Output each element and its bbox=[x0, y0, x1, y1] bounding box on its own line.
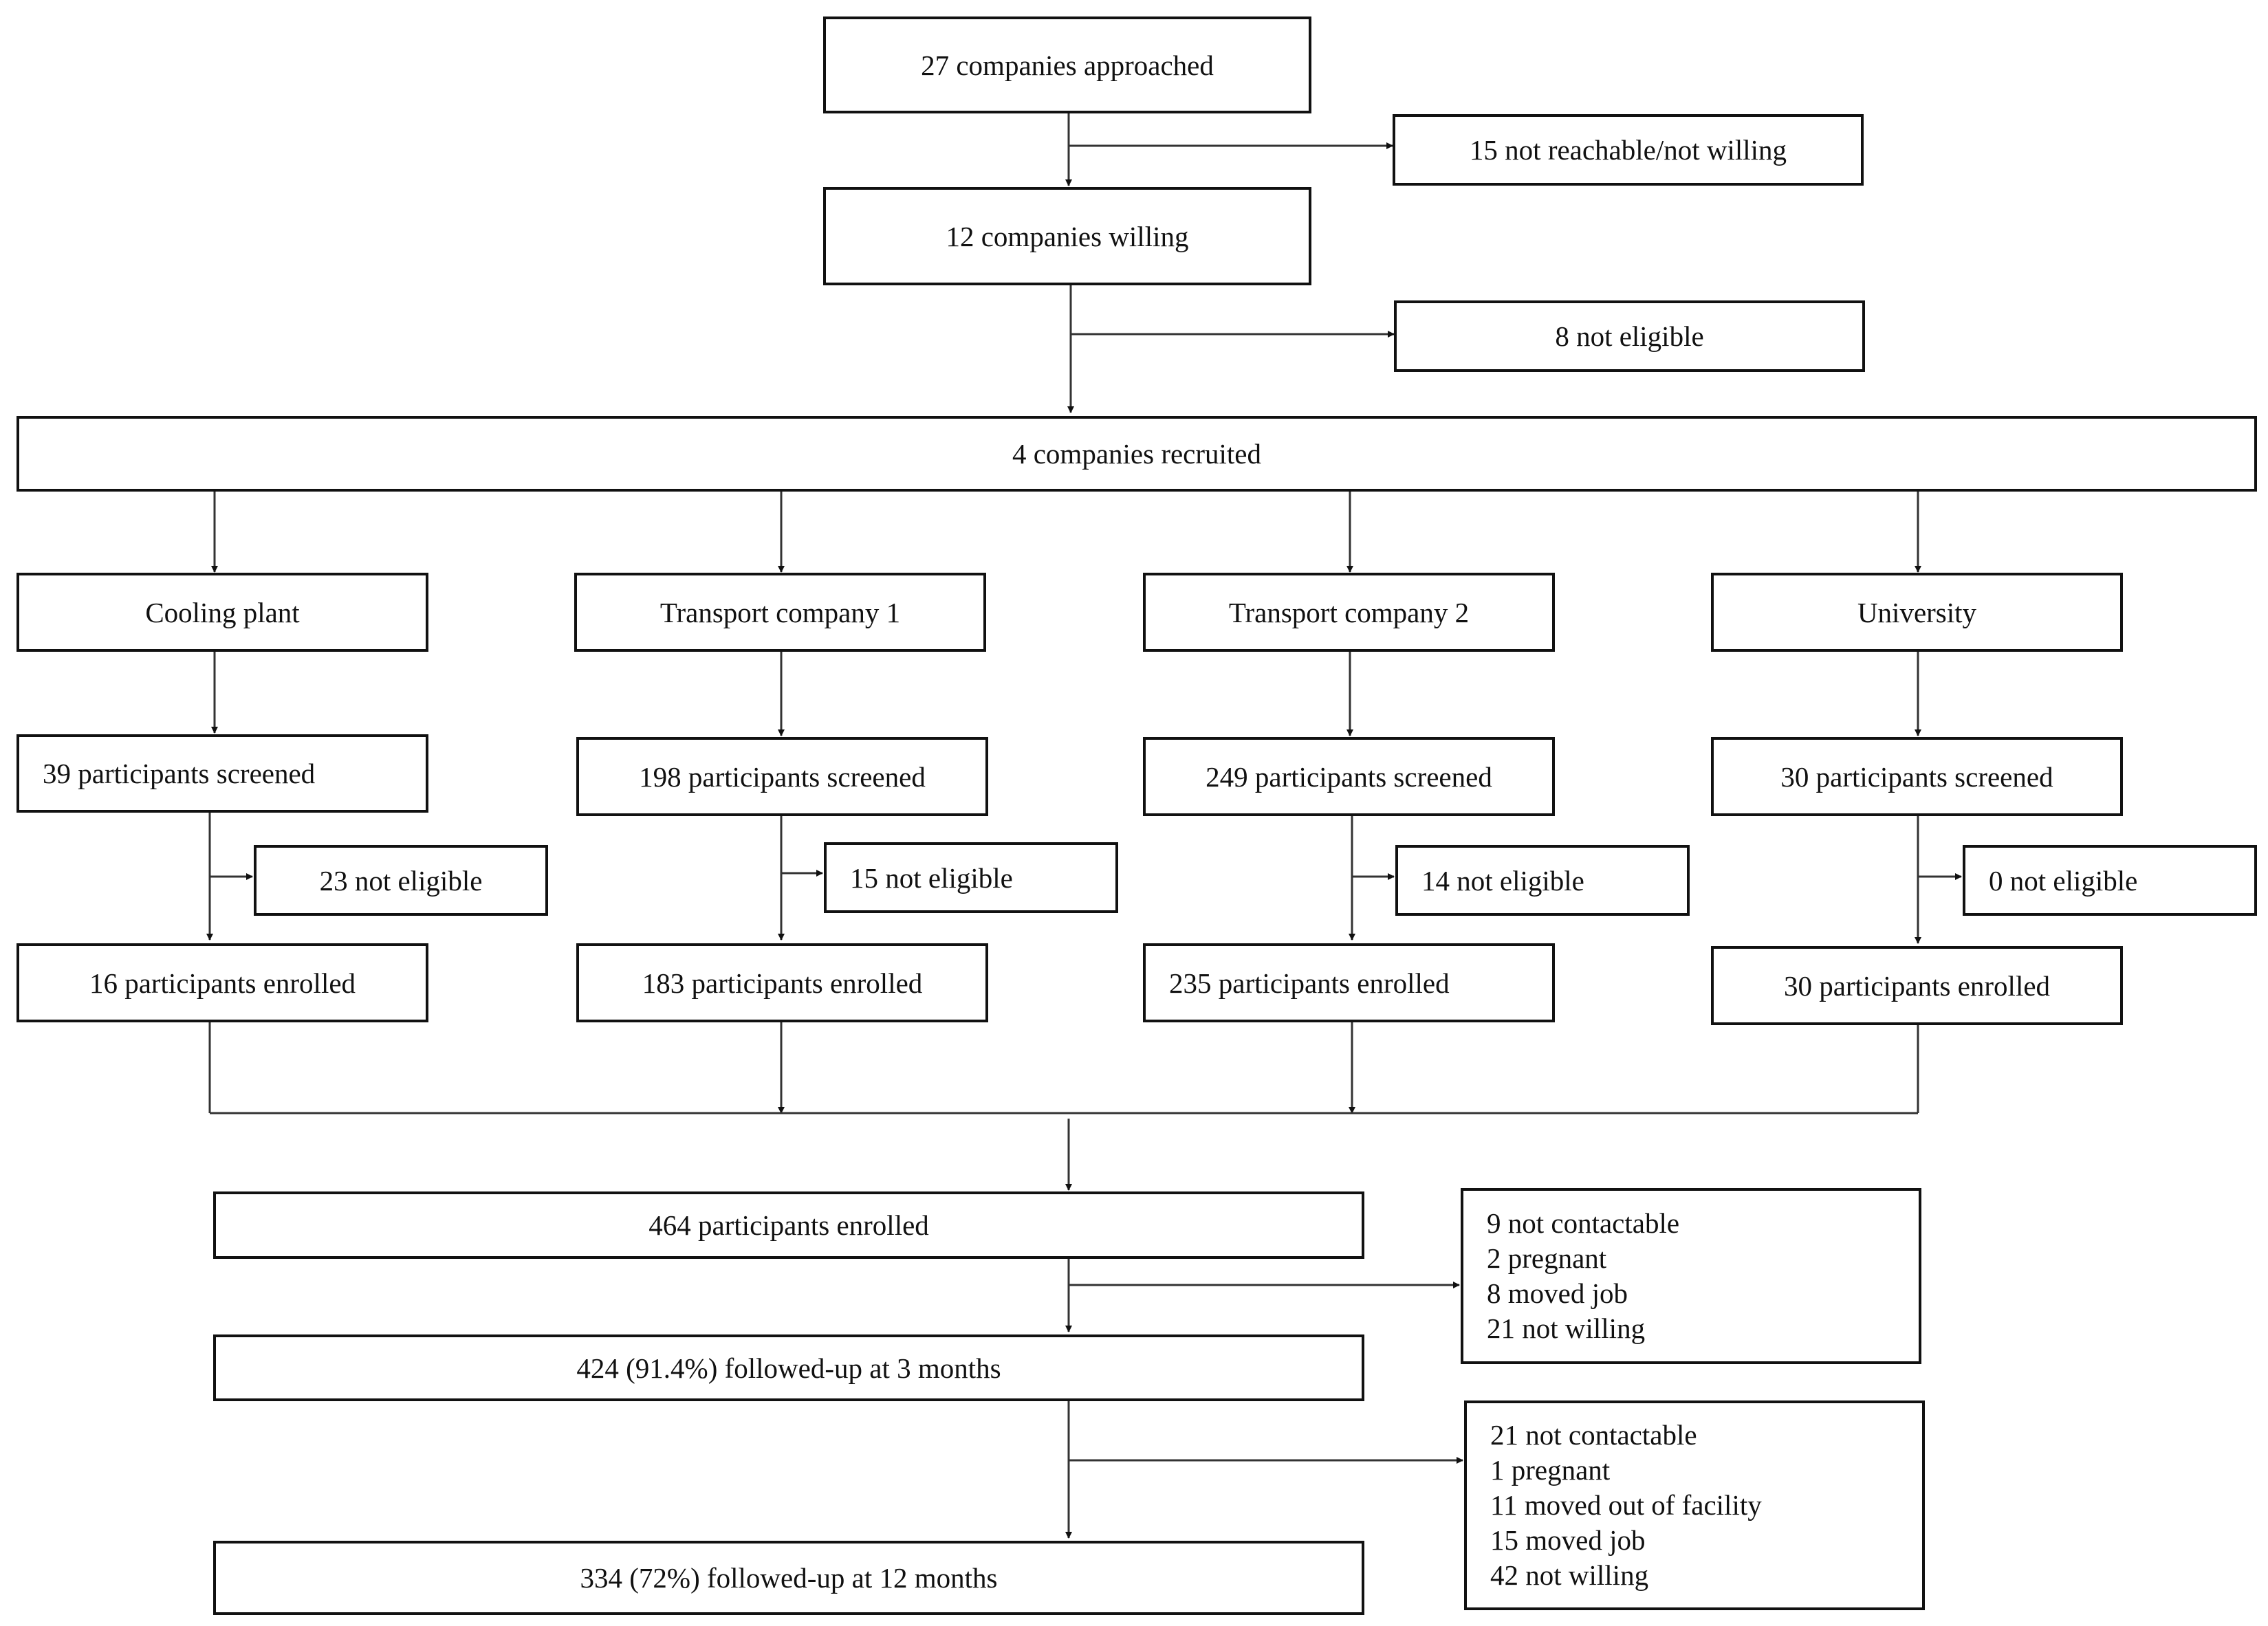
screened-box-cooling-plant: 39 participants screened bbox=[17, 734, 428, 813]
enrolled-box-cooling-plant: 16 participants enrolled bbox=[17, 943, 428, 1022]
enrolled-label: 235 participants enrolled bbox=[1169, 967, 1450, 999]
screened-label: 198 participants screened bbox=[639, 760, 926, 793]
site-box-cooling-plant: Cooling plant bbox=[17, 573, 428, 652]
followup-12m-label: 334 (72%) followed-up at 12 months bbox=[580, 1562, 998, 1594]
not-reachable-label: 15 not reachable/not willing bbox=[1469, 134, 1787, 166]
enrolled-label: 16 participants enrolled bbox=[89, 967, 356, 999]
loss-item: 9 not contactable bbox=[1487, 1207, 1680, 1239]
site-name: Transport company 1 bbox=[659, 596, 901, 628]
loss-item: 42 not willing bbox=[1490, 1559, 1649, 1591]
recruited-label: 4 companies recruited bbox=[1012, 438, 1261, 470]
excluded-box-transport-company-1: 15 not eligible bbox=[824, 842, 1118, 913]
excluded-label: 23 not eligible bbox=[319, 864, 483, 897]
loss-item: 21 not contactable bbox=[1490, 1419, 1697, 1451]
loss-item: 15 moved job bbox=[1490, 1524, 1646, 1556]
loss-item: 11 moved out of facility bbox=[1490, 1489, 1762, 1521]
not-eligible-companies-box: 8 not eligible bbox=[1394, 300, 1865, 372]
screened-box-transport-company-2: 249 participants screened bbox=[1143, 737, 1555, 816]
screened-box-university: 30 participants screened bbox=[1711, 737, 2123, 816]
followup-3m-box: 424 (91.4%) followed-up at 3 months bbox=[213, 1334, 1364, 1401]
screened-label: 249 participants screened bbox=[1206, 760, 1492, 793]
site-name: Cooling plant bbox=[145, 596, 300, 628]
site-box-transport-company-1: Transport company 1 bbox=[574, 573, 986, 652]
followup-3m-label: 424 (91.4%) followed-up at 3 months bbox=[576, 1352, 1001, 1384]
not-eligible-companies-label: 8 not eligible bbox=[1555, 320, 1704, 352]
excluded-label: 0 not eligible bbox=[1989, 864, 2138, 897]
excluded-box-transport-company-2: 14 not eligible bbox=[1395, 845, 1690, 916]
approached-label: 27 companies approached bbox=[921, 49, 1214, 81]
approached-box: 27 companies approached bbox=[823, 17, 1311, 113]
enrolled-label: 30 participants enrolled bbox=[1783, 969, 2051, 1002]
excluded-label: 14 not eligible bbox=[1421, 864, 1584, 897]
followup-12m-box: 334 (72%) followed-up at 12 months bbox=[213, 1541, 1364, 1615]
site-box-university: University bbox=[1711, 573, 2123, 652]
site-name: University bbox=[1857, 596, 1977, 628]
enrolled-box-university: 30 participants enrolled bbox=[1711, 946, 2123, 1025]
excluded-box-cooling-plant: 23 not eligible bbox=[254, 845, 548, 916]
loss-item: 1 pregnant bbox=[1490, 1454, 1611, 1486]
excluded-label: 15 not eligible bbox=[850, 861, 1013, 894]
total-enrolled-label: 464 participants enrolled bbox=[648, 1209, 929, 1241]
enrolled-label: 183 participants enrolled bbox=[642, 967, 923, 999]
loss-item: 21 not willing bbox=[1487, 1312, 1646, 1344]
loss-item: 2 pregnant bbox=[1487, 1242, 1607, 1274]
enrolled-box-transport-company-2: 235 participants enrolled bbox=[1143, 943, 1555, 1022]
site-name: Transport company 2 bbox=[1228, 596, 1470, 628]
screened-label: 39 participants screened bbox=[43, 758, 316, 789]
not-reachable-box: 15 not reachable/not willing bbox=[1393, 114, 1864, 186]
losses-12m-box: 21 not contactable 1 pregnant 11 moved o… bbox=[1464, 1400, 1925, 1610]
screened-box-transport-company-1: 198 participants screened bbox=[576, 737, 988, 816]
total-enrolled-box: 464 participants enrolled bbox=[213, 1191, 1364, 1259]
screened-label: 30 participants screened bbox=[1780, 760, 2053, 793]
willing-label: 12 companies willing bbox=[946, 220, 1189, 252]
losses-3m-box: 9 not contactable 2 pregnant 8 moved job… bbox=[1461, 1188, 1921, 1364]
loss-item: 8 moved job bbox=[1487, 1277, 1628, 1309]
excluded-box-university: 0 not eligible bbox=[1963, 845, 2257, 916]
willing-box: 12 companies willing bbox=[823, 187, 1311, 285]
recruited-box: 4 companies recruited bbox=[17, 416, 2257, 492]
enrolled-box-transport-company-1: 183 participants enrolled bbox=[576, 943, 988, 1022]
site-box-transport-company-2: Transport company 2 bbox=[1143, 573, 1555, 652]
